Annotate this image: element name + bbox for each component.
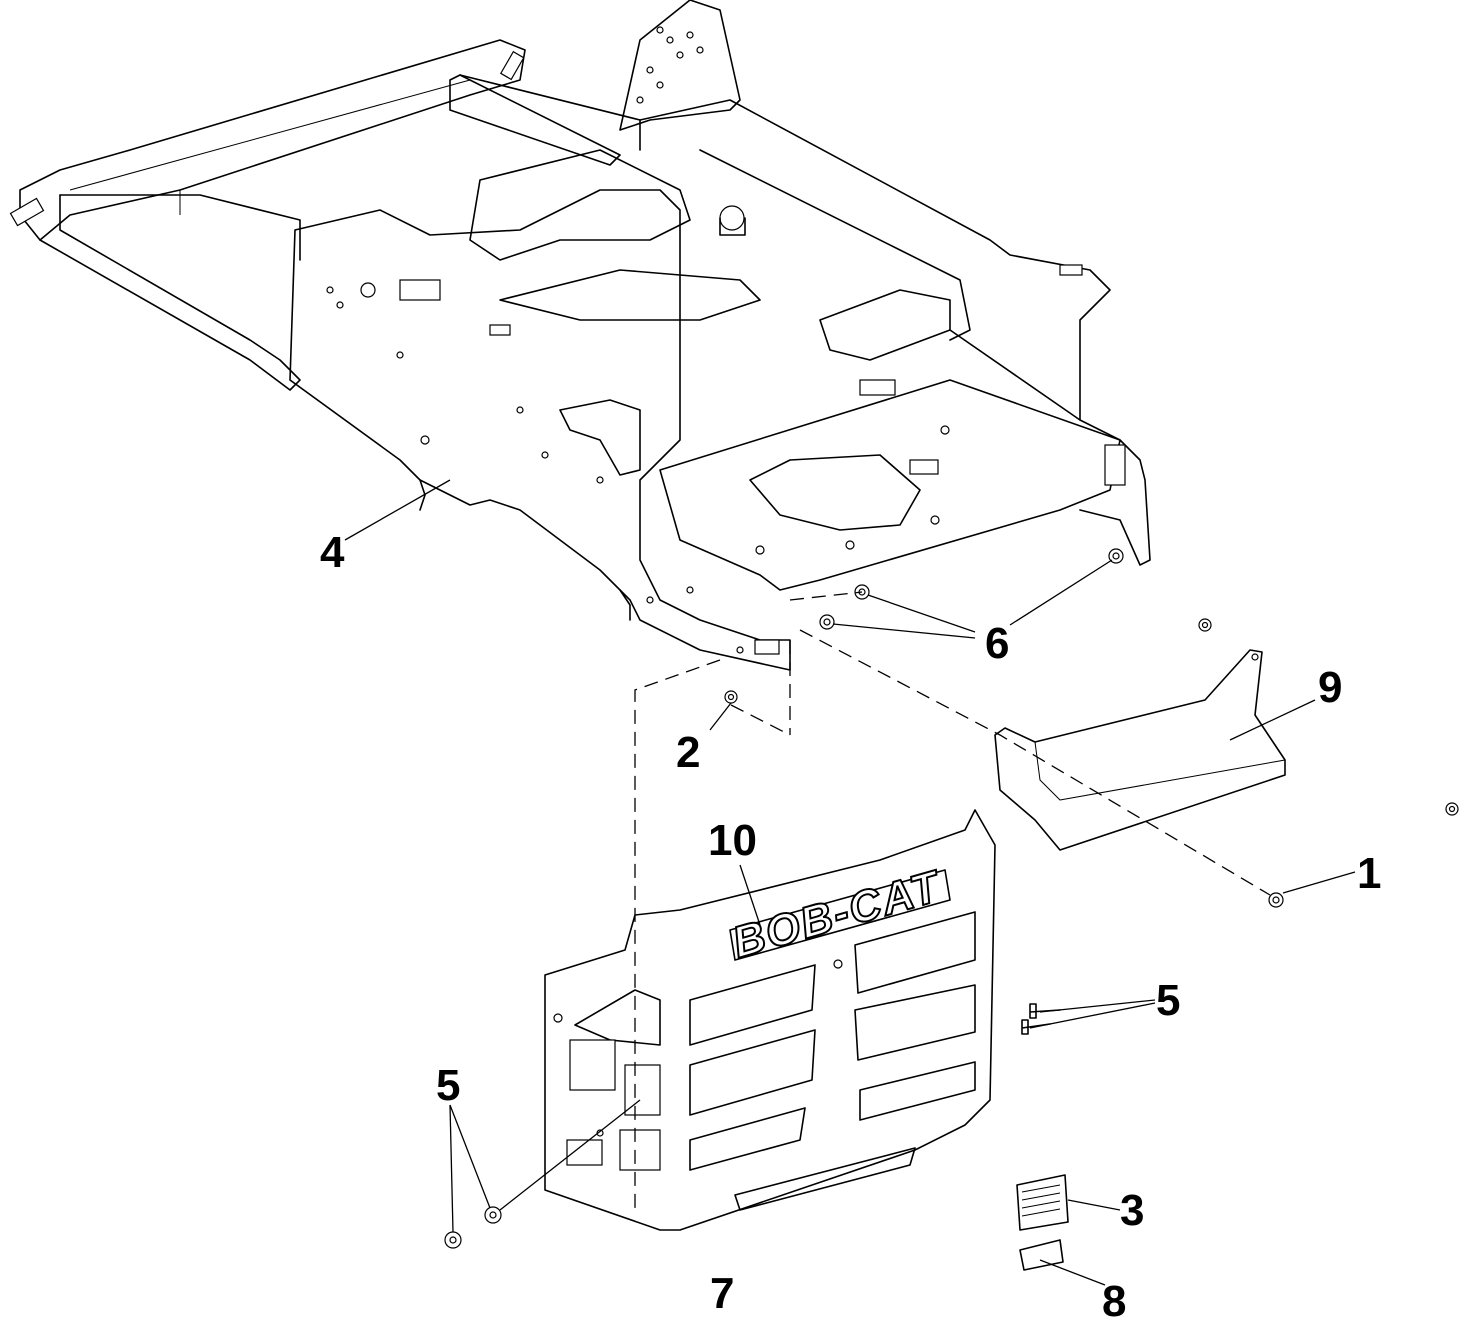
nut-6b [819,614,835,630]
callout-8: 8 [1102,1277,1126,1326]
leader-lines [344,479,1356,1286]
callout-6: 6 [985,619,1009,668]
bobcat-logo: BOB-CAT [727,861,947,967]
front-shield-part-7 [544,809,996,1231]
callout-10: 10 [708,816,757,865]
nut-2 [724,690,738,704]
nut-6c [1108,548,1124,564]
nut-small [1198,618,1212,632]
decal-part-3 [1016,1174,1069,1231]
callout-7: 7 [710,1269,734,1318]
bolt-1 [1268,892,1284,908]
callout-9: 9 [1318,663,1342,712]
frame-assembly [9,0,1151,671]
decal-part-8 [1019,1239,1064,1271]
deflector-part-9 [994,649,1286,851]
bolt-far-right [1445,802,1459,816]
bolt-5-left-b [444,1231,462,1249]
assembly-lines [634,591,1271,1215]
callout-3: 3 [1120,1186,1144,1235]
callout-1: 1 [1357,849,1381,898]
callout-5-right: 5 [1156,976,1180,1025]
callout-2: 2 [676,728,700,777]
callout-5-left: 5 [436,1061,460,1110]
callout-4: 4 [320,528,345,577]
bolt-5-left-a [484,1206,502,1224]
